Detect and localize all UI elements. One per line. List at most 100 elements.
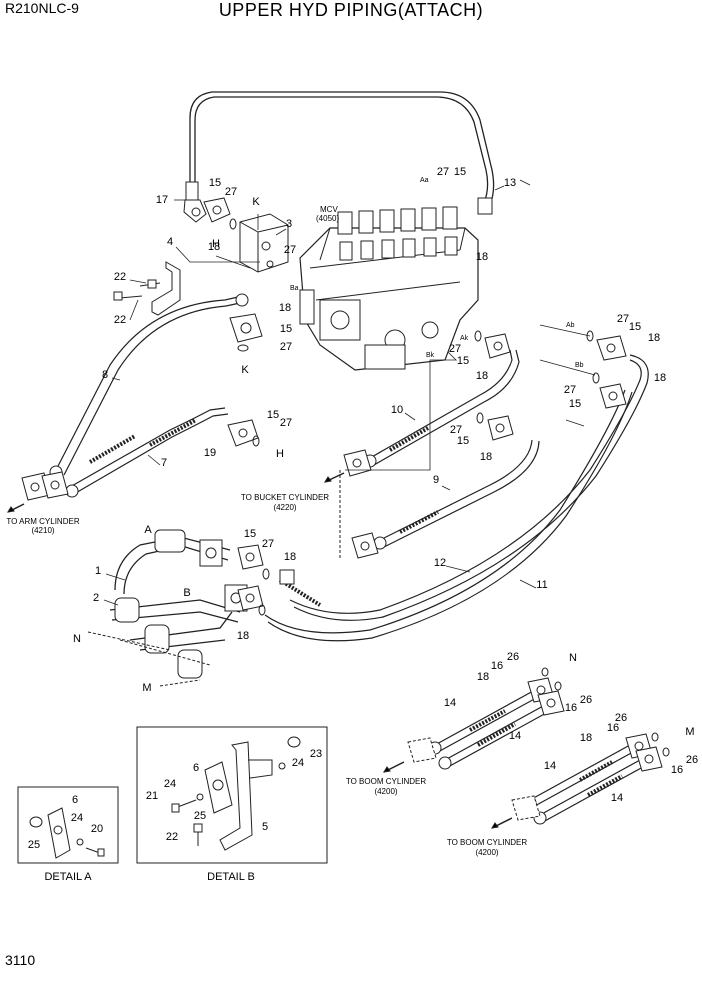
spool-body bbox=[444, 236, 458, 256]
hose-9 bbox=[373, 439, 540, 550]
callout-27: 27 bbox=[280, 417, 292, 429]
callout-6: 6 bbox=[72, 794, 78, 806]
detail-b-parts bbox=[171, 736, 301, 851]
callout-8: 8 bbox=[102, 369, 108, 381]
svg-text:(4050): (4050) bbox=[316, 214, 339, 223]
detail-a-parts bbox=[29, 807, 105, 859]
mcv-valve bbox=[299, 206, 479, 371]
callout-18: 18 bbox=[279, 302, 291, 314]
svg-text:TO ARM CYLINDER: TO ARM CYLINDER bbox=[6, 517, 79, 526]
spool-cap bbox=[337, 211, 353, 235]
bucket-flanges bbox=[324, 449, 379, 560]
callout-13: 13 bbox=[504, 177, 516, 189]
callout-18: 18 bbox=[476, 251, 488, 263]
callout-18: 18 bbox=[580, 732, 592, 744]
spool-body bbox=[339, 241, 353, 261]
svg-text:(4200): (4200) bbox=[475, 848, 498, 857]
callout-7: 7 bbox=[161, 457, 167, 469]
elbow-17 bbox=[183, 199, 207, 223]
callout-K: K bbox=[252, 196, 260, 208]
boom-hoses-upper bbox=[383, 667, 565, 773]
detail-b-box bbox=[136, 726, 328, 864]
hose-13 bbox=[185, 91, 495, 215]
spool-cap bbox=[358, 210, 374, 234]
bolts-22 bbox=[113, 279, 161, 301]
callout-18: 18 bbox=[208, 241, 220, 253]
callout-16: 16 bbox=[565, 702, 577, 714]
callout-H: H bbox=[276, 448, 284, 460]
callout-15: 15 bbox=[629, 321, 641, 333]
callout-27: 27 bbox=[617, 313, 629, 325]
callout-27: 27 bbox=[450, 424, 462, 436]
svg-text:(4200): (4200) bbox=[374, 787, 397, 796]
callout-18: 18 bbox=[654, 372, 666, 384]
callout-K: K bbox=[241, 364, 249, 376]
spool-body bbox=[360, 240, 374, 260]
callout-16: 16 bbox=[491, 660, 503, 672]
callout-14: 14 bbox=[611, 792, 623, 804]
callout-17: 17 bbox=[156, 194, 168, 206]
spool-body bbox=[402, 238, 416, 258]
callout-26: 26 bbox=[615, 712, 627, 724]
svg-text:Bk: Bk bbox=[426, 352, 435, 359]
flanges-right-mid bbox=[474, 330, 514, 441]
callout-27: 27 bbox=[437, 166, 449, 178]
flange-15-h bbox=[227, 419, 260, 447]
callout-27: 27 bbox=[225, 186, 237, 198]
callout-B: B bbox=[183, 587, 190, 599]
block-3 bbox=[239, 213, 289, 273]
page-number: 3110 bbox=[5, 952, 36, 968]
port-labels: Aa Ba Ab Bb Ak Bk bbox=[290, 177, 584, 369]
callout-15: 15 bbox=[569, 398, 581, 410]
svg-text:TO BOOM CYLINDER: TO BOOM CYLINDER bbox=[346, 777, 427, 786]
hose-10 bbox=[363, 349, 520, 468]
callout-18: 18 bbox=[477, 671, 489, 683]
pipe-assembly-1-2 bbox=[87, 529, 248, 687]
callout-14: 14 bbox=[544, 760, 556, 772]
model-code: R210NLC-9 bbox=[5, 0, 79, 16]
detail-labels: DETAIL A DETAIL B bbox=[44, 871, 254, 883]
callout-22: 22 bbox=[166, 831, 178, 843]
callout-11: 11 bbox=[536, 579, 547, 591]
callout-16: 16 bbox=[607, 722, 619, 734]
svg-text:DETAIL B: DETAIL B bbox=[207, 871, 255, 883]
spool-body bbox=[423, 237, 437, 257]
callout-1: 1 bbox=[95, 565, 101, 577]
callout-26: 26 bbox=[580, 694, 592, 706]
callout-23: 23 bbox=[310, 748, 322, 760]
svg-text:(4210): (4210) bbox=[31, 526, 54, 535]
hose-8 bbox=[55, 293, 249, 476]
callout-10: 10 bbox=[391, 404, 403, 416]
callout-25: 25 bbox=[194, 810, 206, 822]
callout-H: H bbox=[212, 238, 220, 250]
svg-text:TO BOOM CYLINDER: TO BOOM CYLINDER bbox=[447, 838, 528, 847]
callout-14: 14 bbox=[509, 730, 521, 742]
flange-15-mid bbox=[229, 313, 263, 352]
svg-text:Aa: Aa bbox=[420, 177, 429, 184]
svg-text:TO BUCKET CYLINDER: TO BUCKET CYLINDER bbox=[241, 493, 329, 502]
callout-24: 24 bbox=[292, 757, 304, 769]
callout-5: 5 bbox=[262, 821, 268, 833]
destination-labels: TO ARM CYLINDER (4210) TO BUCKET CYLINDE… bbox=[6, 493, 527, 857]
callout-N: N bbox=[569, 652, 577, 664]
callout-18: 18 bbox=[237, 630, 249, 642]
callout-15: 15 bbox=[280, 323, 292, 335]
flange-15-top bbox=[203, 197, 237, 230]
svg-text:Ab: Ab bbox=[566, 322, 575, 329]
svg-text:DETAIL A: DETAIL A bbox=[44, 871, 92, 883]
callout-26: 26 bbox=[507, 651, 519, 663]
callout-15: 15 bbox=[457, 435, 469, 447]
callout-18: 18 bbox=[480, 451, 492, 463]
callout-A: A bbox=[144, 524, 152, 536]
callout-20: 20 bbox=[91, 823, 103, 835]
callout-16: 16 bbox=[671, 764, 683, 776]
arm-cylinder-flanges bbox=[7, 471, 69, 513]
callout-6: 6 bbox=[193, 762, 199, 774]
callout-27: 27 bbox=[280, 341, 292, 353]
callout-21: 21 bbox=[146, 790, 158, 802]
callout-19: 19 bbox=[204, 447, 216, 459]
callout-22: 22 bbox=[114, 271, 126, 283]
callout-27: 27 bbox=[284, 244, 296, 256]
svg-text:Bb: Bb bbox=[575, 362, 584, 369]
